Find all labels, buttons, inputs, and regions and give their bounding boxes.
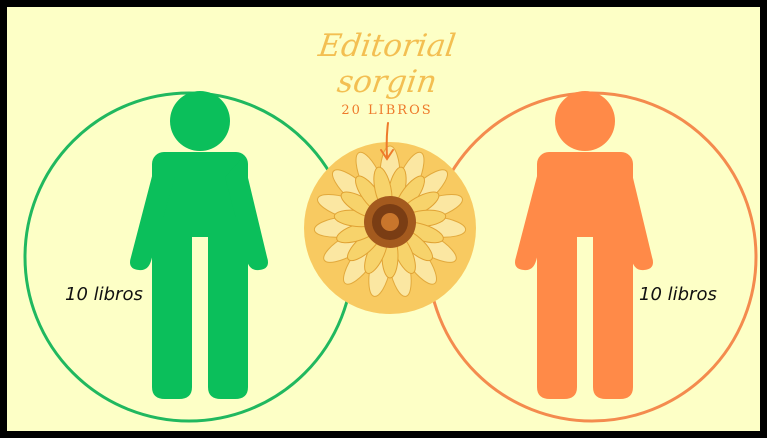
publisher-name-line2: sorgin [295,67,479,98]
right-books-label: 10 libros [639,284,717,305]
publisher-name-line1: Editorial [295,31,479,62]
person-right-icon [515,91,653,399]
arrow-down-icon [381,123,393,159]
person-left-icon [130,91,268,399]
total-books-label: 20 LIBROS [297,103,477,118]
left-books-label: 10 libros [65,284,143,305]
